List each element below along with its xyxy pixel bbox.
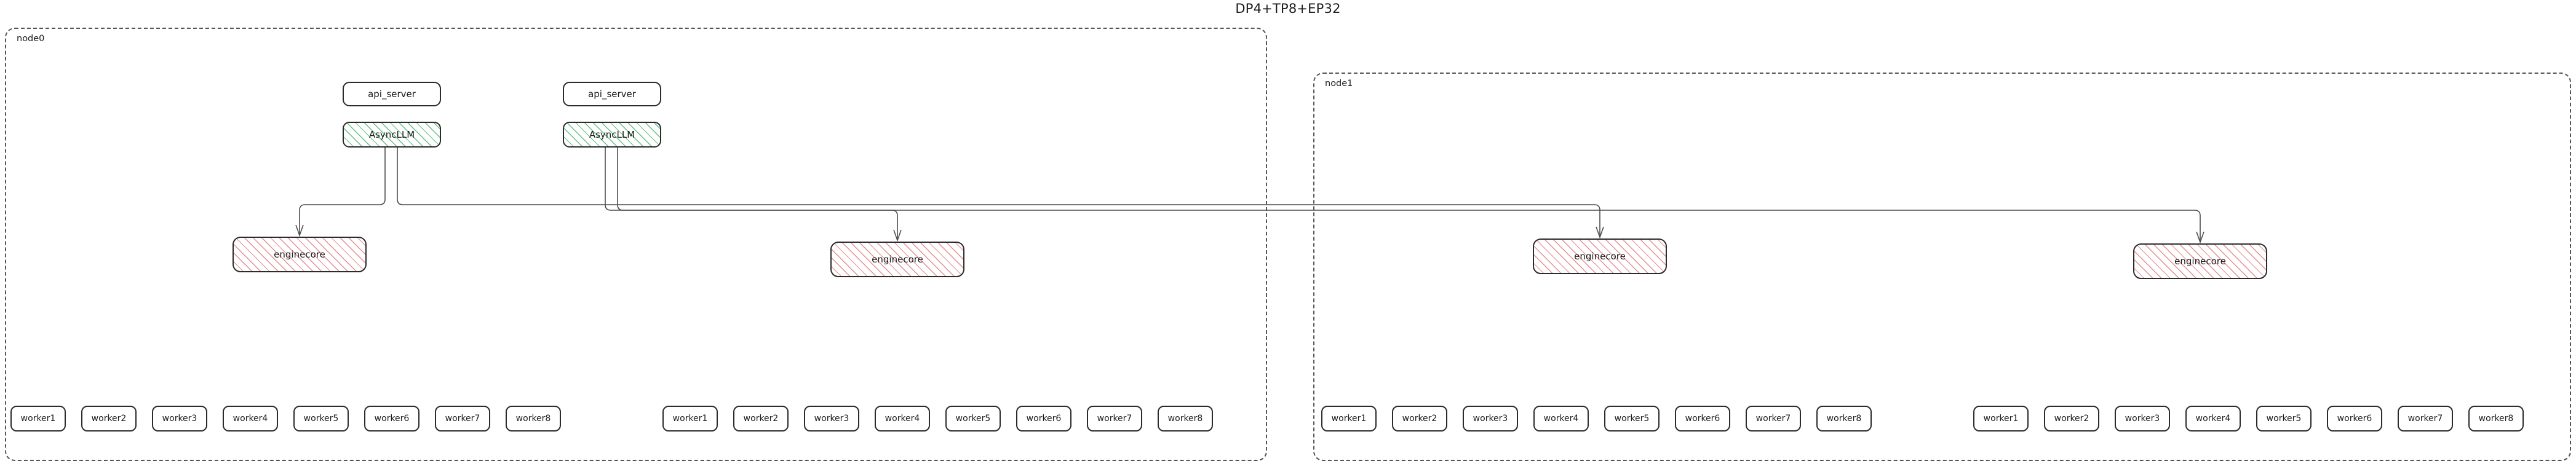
worker-node0-g0-6[interactable]: worker7 [435, 406, 490, 432]
worker-node0-g0-2-label: worker3 [162, 414, 197, 424]
worker-node0-g1-6[interactable]: worker7 [1087, 406, 1142, 432]
asyncllm-node0-1[interactable]: AsyncLLM [563, 122, 661, 148]
worker-node0-g0-7[interactable]: worker8 [506, 406, 561, 432]
enginecore-node0-1[interactable]: enginecore [830, 242, 964, 277]
enginecore-node1-1-label: enginecore [2174, 256, 2226, 267]
worker-node1-g0-5-label: worker6 [1685, 414, 1720, 424]
worker-node0-g0-5[interactable]: worker6 [364, 406, 419, 432]
worker-node0-g0-4[interactable]: worker5 [293, 406, 349, 432]
worker-node0-g0-1[interactable]: worker2 [81, 406, 137, 432]
worker-node1-g0-6[interactable]: worker7 [1746, 406, 1801, 432]
worker-node1-g0-0[interactable]: worker1 [1321, 406, 1377, 432]
node-cluster-node1: node1 [1313, 73, 2571, 461]
worker-node1-g1-6-label: worker7 [2407, 414, 2443, 424]
worker-node0-g1-4-label: worker5 [955, 414, 991, 424]
worker-node1-g1-2[interactable]: worker3 [2115, 406, 2170, 432]
worker-node1-g0-2-label: worker3 [1473, 414, 1508, 424]
api-server-node0-0-label: api_server [368, 89, 416, 100]
worker-node0-g1-0[interactable]: worker1 [662, 406, 718, 432]
worker-node0-g1-6-label: worker7 [1097, 414, 1132, 424]
node-cluster-label-node1: node1 [1325, 79, 1353, 89]
worker-node1-g0-4-label: worker5 [1614, 414, 1650, 424]
worker-node0-g1-0-label: worker1 [672, 414, 708, 424]
api-server-node0-0[interactable]: api_server [343, 82, 441, 106]
worker-node1-g0-5[interactable]: worker6 [1675, 406, 1730, 432]
worker-node0-g0-3-label: worker4 [233, 414, 268, 424]
worker-node0-g1-7-label: worker8 [1167, 414, 1203, 424]
api-server-node0-1[interactable]: api_server [563, 82, 661, 106]
worker-node0-g0-3[interactable]: worker4 [223, 406, 278, 432]
worker-node1-g0-7[interactable]: worker8 [1816, 406, 1872, 432]
worker-node1-g0-0-label: worker1 [1331, 414, 1367, 424]
worker-node1-g1-4-label: worker5 [2266, 414, 2302, 424]
worker-node1-g0-3[interactable]: worker4 [1533, 406, 1589, 432]
worker-node0-g1-5[interactable]: worker6 [1016, 406, 1071, 432]
enginecore-node1-1[interactable]: enginecore [2133, 243, 2267, 279]
worker-node0-g0-0[interactable]: worker1 [10, 406, 66, 432]
worker-node1-g1-2-label: worker3 [2125, 414, 2160, 424]
worker-node0-g0-6-label: worker7 [445, 414, 480, 424]
worker-node1-g1-4[interactable]: worker5 [2256, 406, 2312, 432]
asyncllm-node0-0-label: AsyncLLM [368, 129, 415, 140]
worker-node0-g1-2[interactable]: worker3 [804, 406, 859, 432]
worker-node1-g1-3[interactable]: worker4 [2185, 406, 2241, 432]
worker-node1-g1-0[interactable]: worker1 [1973, 406, 2029, 432]
enginecore-node0-0-label: enginecore [274, 249, 325, 260]
worker-node1-g1-1[interactable]: worker2 [2044, 406, 2099, 432]
node-cluster-node0: node0 [5, 28, 1267, 461]
worker-node0-g1-7[interactable]: worker8 [1158, 406, 1213, 432]
worker-node1-g0-2[interactable]: worker3 [1463, 406, 1518, 432]
worker-node0-g0-0-label: worker1 [20, 414, 56, 424]
api-server-node0-1-label: api_server [588, 89, 636, 100]
worker-node0-g0-1-label: worker2 [91, 414, 127, 424]
worker-node1-g0-3-label: worker4 [1543, 414, 1579, 424]
worker-node1-g0-4[interactable]: worker5 [1604, 406, 1660, 432]
worker-node1-g1-0-label: worker1 [1983, 414, 2019, 424]
worker-node0-g1-5-label: worker6 [1026, 414, 1062, 424]
worker-node0-g1-3-label: worker4 [885, 414, 920, 424]
worker-node0-g0-7-label: worker8 [515, 414, 551, 424]
worker-node1-g0-1[interactable]: worker2 [1392, 406, 1447, 432]
enginecore-node1-0[interactable]: enginecore [1533, 238, 1667, 274]
enginecore-node0-0[interactable]: enginecore [233, 237, 367, 272]
worker-node1-g1-3-label: worker4 [2195, 414, 2231, 424]
node-cluster-label-node0: node0 [17, 34, 45, 44]
worker-node0-g1-1-label: worker2 [743, 414, 779, 424]
worker-node0-g0-2[interactable]: worker3 [152, 406, 207, 432]
worker-node0-g1-3[interactable]: worker4 [875, 406, 930, 432]
asyncllm-node0-1-label: AsyncLLM [589, 129, 635, 140]
worker-node1-g1-5-label: worker6 [2337, 414, 2372, 424]
worker-node1-g0-1-label: worker2 [1402, 414, 1437, 424]
worker-node1-g0-7-label: worker8 [1826, 414, 1862, 424]
worker-node0-g1-2-label: worker3 [814, 414, 849, 424]
worker-node0-g1-1[interactable]: worker2 [733, 406, 789, 432]
worker-node1-g1-7[interactable]: worker8 [2468, 406, 2524, 432]
worker-node1-g0-6-label: worker7 [1755, 414, 1791, 424]
page-title: DP4+TP8+EP32 [1235, 1, 1341, 16]
worker-node0-g0-5-label: worker6 [374, 414, 410, 424]
worker-node0-g1-4[interactable]: worker5 [945, 406, 1001, 432]
worker-node1-g1-1-label: worker2 [2054, 414, 2089, 424]
worker-node1-g1-6[interactable]: worker7 [2398, 406, 2453, 432]
enginecore-node1-0-label: enginecore [1574, 251, 1626, 262]
worker-node1-g1-7-label: worker8 [2478, 414, 2514, 424]
enginecore-node0-1-label: enginecore [872, 254, 923, 265]
asyncllm-node0-0[interactable]: AsyncLLM [343, 122, 441, 148]
worker-node0-g0-4-label: worker5 [303, 414, 339, 424]
worker-node1-g1-5[interactable]: worker6 [2327, 406, 2382, 432]
